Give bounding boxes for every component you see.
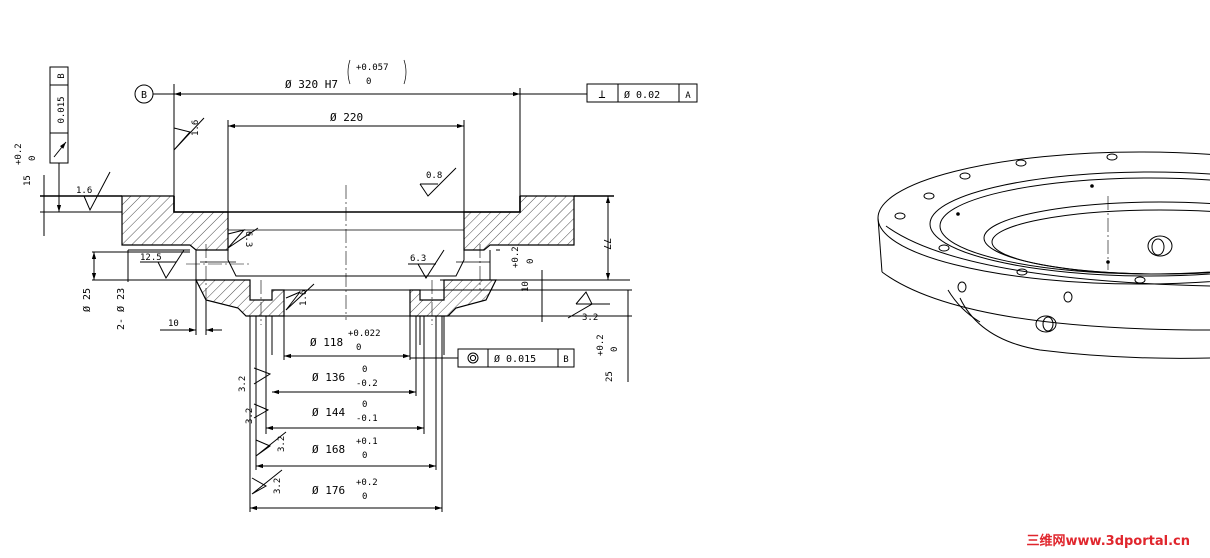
dimension-holes: Ø 25 2- Ø 23 [81,252,129,330]
watermark: 三维网www.3dportal.cn [1027,533,1190,549]
roughness-6.3-right: 6.3 [408,249,445,279]
svg-text:+0.022: +0.022 [348,329,381,339]
dimension-176: Ø 176 +0.2 0 [249,316,443,512]
dim-15-tol-lower: 0 [28,156,38,161]
section-hatch-right [463,195,575,251]
section-hatch-hub-left [195,279,285,317]
roughness-3.2-left-3: 3.2 [255,431,287,457]
runout-frame: B 0.015 [49,66,69,212]
roughness-6.3-inner: 6.3 [227,227,259,249]
dim-25r-tol-upper: +0.2 [596,334,606,356]
dimension-15: 15 +0.2 0 [14,143,45,236]
dim-10r-tol-upper: +0.2 [511,246,521,268]
dimension-118: Ø 118 +0.022 0 [283,316,411,360]
svg-text:0: 0 [362,365,367,375]
perpendicularity-frame: ⊥ Ø 0.02 A [520,83,698,103]
svg-text:-0.2: -0.2 [356,379,378,389]
svg-text:B: B [563,355,568,365]
hole-d25-label: Ø 25 [81,288,93,312]
svg-text:1.6: 1.6 [299,290,309,306]
dim-10r-value: 10 [521,281,531,292]
roughness-1.6-hub: 1.6 [285,283,315,311]
roughness-3.2-left-4: 3.2 [251,469,283,495]
svg-text:Ø 168: Ø 168 [312,443,345,456]
svg-text:Ø 144: Ø 144 [312,406,345,419]
dimension-10-right: 10 +0.2 0 [410,246,632,322]
dim-320-tol-upper: +0.057 [356,63,389,73]
dim-320-tol-lower: 0 [366,77,371,87]
svg-text:0: 0 [356,343,361,353]
perp-value: Ø 0.02 [624,89,660,101]
svg-text:0: 0 [362,451,367,461]
svg-text:1.6: 1.6 [191,120,201,136]
roughness-0.8: 0.8 [419,167,457,197]
svg-text:Ø 0.015: Ø 0.015 [494,353,536,365]
concentricity-frame: Ø 0.015 B [410,348,575,368]
svg-text:0: 0 [362,492,367,502]
svg-text:-0.1: -0.1 [356,414,378,424]
runout-datum: B [57,73,67,78]
svg-text:+0.1: +0.1 [356,437,378,447]
roughness-symbols: 1.6 1.6 0.8 6.3 12.5 6.3 1.6 3.2 [76,117,610,495]
section-hatch-hub-right [409,279,497,317]
svg-text:3.2: 3.2 [273,478,283,494]
dim-77-value: 77 [601,238,612,250]
roughness-12.5: 12.5 [140,249,185,280]
dimension-25-right: 25 +0.2 0 [596,290,629,382]
dimension-220: Ø 220 [227,111,465,212]
dimension-77: 77 [601,196,612,280]
dim-25r-value: 25 [605,371,615,382]
svg-text:6.3: 6.3 [410,254,426,264]
runout-value: 0.015 [57,96,67,123]
svg-text:3.2: 3.2 [238,376,248,392]
dimension-144: Ø 144 0 -0.1 [265,316,425,434]
datum-b-label: B [141,90,147,101]
roughness-3.2-left-1: 3.2 [238,367,272,392]
roughness-3.2-right: 3.2 [567,291,610,323]
svg-text:12.5: 12.5 [140,253,162,263]
svg-text:Ø 118: Ø 118 [310,336,343,349]
dim-320-label: Ø 320 H7 [285,78,338,91]
svg-text:3.2: 3.2 [277,436,287,452]
dimension-168: Ø 168 +0.1 0 [255,316,437,470]
roughness-top-left: 1.6 [76,171,111,212]
dim-25r-tol-lower: 0 [610,347,620,352]
dimension-10-bottom: 10 [160,280,222,335]
roughness-vertical-1: 1.6 [173,117,205,151]
dim-10b-value: 10 [168,319,179,329]
dim-15-tol-upper: +0.2 [14,143,24,165]
dim-220-label: Ø 220 [330,111,363,124]
isometric-view [877,151,1210,359]
dimension-320: B Ø 320 H7 +0.057 0 [134,59,521,196]
svg-text:6.3: 6.3 [243,231,253,247]
hole-d23-label: 2- Ø 23 [115,288,127,330]
perp-symbol: ⊥ [598,87,605,101]
svg-text:0: 0 [362,400,367,410]
section-hatch-left [121,195,229,251]
svg-text:Ø 136: Ø 136 [312,371,345,384]
svg-text:3.2: 3.2 [582,313,598,323]
dim-15-value: 15 [23,175,33,186]
dim-10r-tol-lower: 0 [526,259,536,264]
svg-text:1.6: 1.6 [76,186,92,196]
dimension-136: Ø 136 0 -0.2 [272,316,417,396]
perp-datum: A [685,91,691,101]
svg-text:0.8: 0.8 [426,171,442,181]
svg-text:+0.2: +0.2 [356,478,378,488]
svg-text:Ø 176: Ø 176 [312,484,345,497]
